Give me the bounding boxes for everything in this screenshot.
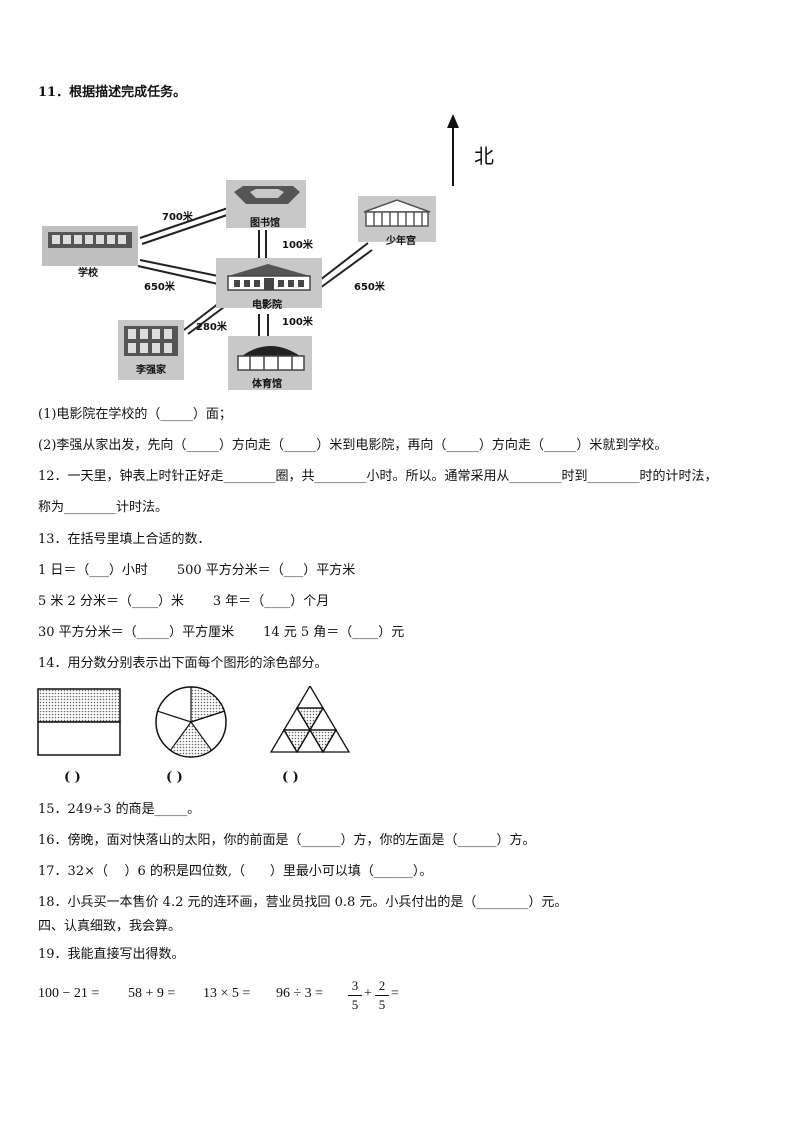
distance-school-library: 700米: [162, 212, 193, 223]
q11-sub1: (1)电影院在学校的（_____）面；: [38, 407, 232, 422]
expr-1: 100 − 21 =: [38, 986, 100, 1001]
library-building: [226, 180, 306, 228]
equals-sign: =: [391, 986, 399, 1001]
fraction-b-numerator: 2: [378, 978, 386, 993]
distance-cinema-youth: 650米: [354, 282, 385, 293]
q12-line1: 12．一天里，钟表上时针正好走________圈，共________小时。所以。…: [38, 469, 718, 484]
plus-sign: +: [364, 986, 372, 1001]
distance-home-cinema: 280米: [196, 322, 227, 333]
fraction-triangle: [269, 686, 351, 754]
q14-answer-2: ( ): [166, 770, 183, 785]
distance-school-cinema: 650米: [144, 282, 175, 293]
fraction-b-denominator: 5: [378, 997, 386, 1012]
fraction-a: 3 5: [348, 978, 362, 1013]
q19-heading: 19．我能直接写出得数。: [38, 947, 185, 962]
q14-heading: 14．用分数分别表示出下面每个图形的涂色部分。: [38, 656, 328, 671]
fraction-rectangle: [37, 688, 121, 756]
gym-building: [228, 336, 312, 390]
home-label: 李强家: [136, 365, 166, 376]
fraction-b: 2 5: [375, 978, 389, 1013]
library-label: 图书馆: [250, 218, 280, 229]
q14-answer-3: ( ): [282, 770, 299, 785]
school-label: 学校: [78, 268, 98, 279]
section-4-heading: 四、认真细致，我会算。: [38, 919, 182, 934]
q14-figures: [37, 686, 351, 758]
q11-sub2: (2)李强从家出发，先向（_____）方向走（_____）米到电影院，再向（__…: [38, 438, 668, 453]
q15: 15．249÷3 的商是_____。: [38, 802, 201, 817]
youth-palace-building: [358, 196, 436, 242]
map-drawing: [42, 114, 459, 390]
gym-label: 体育馆: [252, 379, 282, 390]
q16: 16．傍晚，面对快落山的太阳，你的前面是（______）方，你的左面是（____…: [38, 833, 536, 848]
expr-2: 58 + 9 =: [128, 986, 176, 1001]
school-building: [42, 226, 138, 266]
q17: 17．32×（ ）6 的积是四位数,（ ）里最小可以填（______）。: [38, 864, 433, 879]
fraction-circle: [155, 686, 227, 758]
expr-4: 96 ÷ 3 =: [276, 986, 324, 1001]
q12-line2: 称为________计时法。: [38, 500, 169, 515]
cinema-label: 电影院: [252, 300, 282, 311]
youth-palace-label: 少年宫: [386, 236, 416, 247]
north-arrow-icon: [447, 114, 459, 186]
distance-cinema-gym: 100米: [282, 317, 313, 328]
q13-heading: 13．在括号里填上合适的数．: [38, 532, 211, 547]
q11-map: 北 图书馆 学校 电影院 少年宫 李强家 体育馆 700米 100米 650米 …: [38, 108, 508, 393]
distance-library-cinema: 100米: [282, 240, 313, 251]
q13-row3: 30 平方分米＝（_____）平方厘米 14 元 5 角＝（____）元: [38, 625, 405, 640]
expr-3: 13 × 5 =: [203, 986, 251, 1001]
q11-heading: 11．根据描述完成任务。: [38, 85, 187, 100]
q13-row1: 1 日＝（___）小时 500 平方分米＝（___）平方米: [38, 563, 356, 578]
q18: 18．小兵买一本售价 4.2 元的连环画，营业员找回 0.8 元。小兵付出的是（…: [38, 895, 568, 910]
q14-answer-1: ( ): [64, 770, 81, 785]
cinema-building: [216, 258, 322, 308]
fraction-a-denominator: 5: [351, 997, 359, 1012]
q13-row2: 5 米 2 分米＝（____）米 3 年＝（____）个月: [38, 594, 330, 609]
north-label: 北: [474, 144, 494, 168]
home-building: [118, 320, 184, 380]
fraction-a-numerator: 3: [351, 978, 359, 993]
